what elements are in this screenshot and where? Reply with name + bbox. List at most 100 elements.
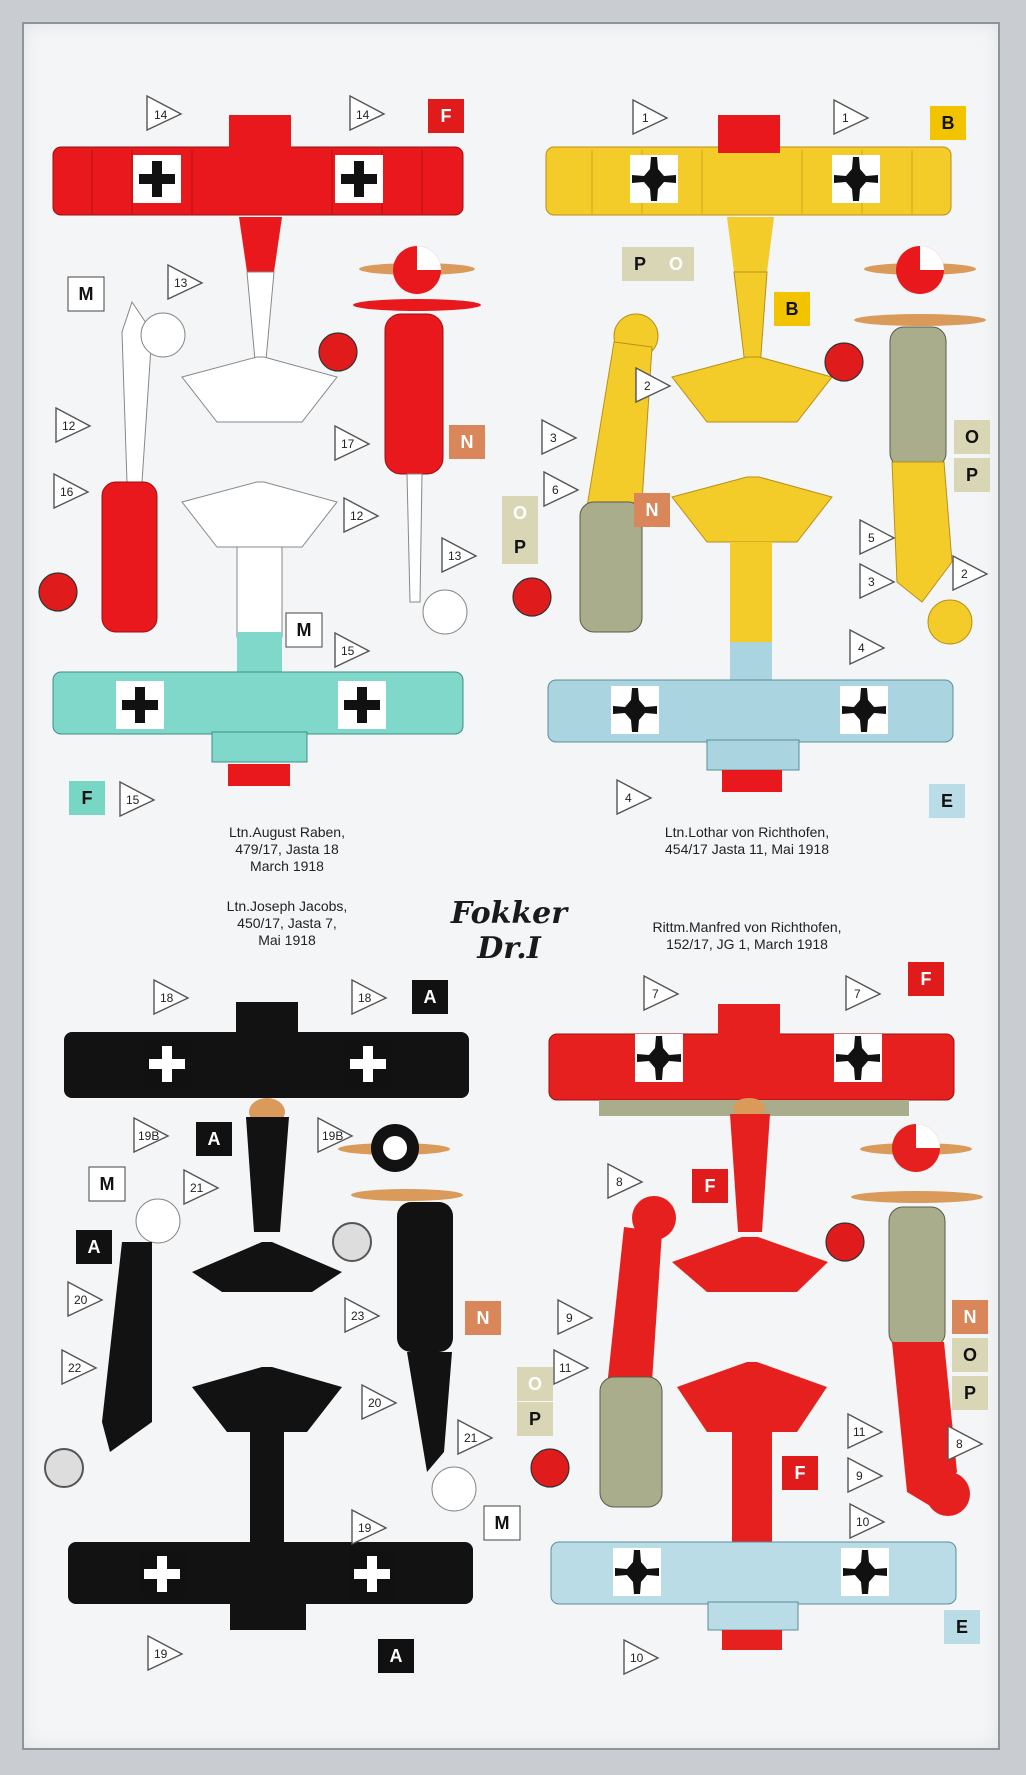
svg-text:M: M xyxy=(100,1174,115,1194)
callout-manfred-10a: 10 xyxy=(849,1503,885,1539)
svg-text:P: P xyxy=(964,1383,976,1403)
svg-text:8: 8 xyxy=(956,1437,963,1451)
callout-lothar-1b: 1 xyxy=(833,99,869,135)
callout-lothar-5: 5 xyxy=(859,519,895,555)
svg-text:19B: 19B xyxy=(138,1129,159,1143)
svg-text:O: O xyxy=(513,503,527,523)
svg-text:N: N xyxy=(646,500,659,520)
svg-text:M: M xyxy=(79,284,94,304)
callout-lothar-4b: 4 xyxy=(616,779,652,815)
svg-text:N: N xyxy=(461,432,474,452)
svg-text:M: M xyxy=(297,620,312,640)
svg-text:12: 12 xyxy=(62,419,76,433)
callout-lothar-1a: 1 xyxy=(632,99,668,135)
marker-manfred-n: N xyxy=(952,1300,988,1334)
marker-lothar-p3: P xyxy=(502,530,538,564)
manfred-aircraft xyxy=(530,1004,983,1650)
marker-raben-m-side: M xyxy=(67,276,105,312)
svg-text:19: 19 xyxy=(154,1647,168,1661)
svg-text:10: 10 xyxy=(856,1515,870,1529)
marker-jacobs-a-fuselage: A xyxy=(196,1122,232,1156)
svg-text:20: 20 xyxy=(74,1293,88,1307)
svg-text:P: P xyxy=(529,1409,541,1429)
svg-text:O: O xyxy=(963,1345,977,1365)
callout-lothar-2b: 2 xyxy=(952,555,988,591)
aircraft-profiles-artwork: 14 14 13 12 16 17 12 13 15 15 1 1 2 3 6 … xyxy=(38,95,990,1675)
svg-text:15: 15 xyxy=(341,644,355,658)
svg-text:O: O xyxy=(965,427,979,447)
svg-text:19: 19 xyxy=(358,1521,372,1535)
callout-raben-15a: 15 xyxy=(334,632,370,668)
marker-lothar-b-tail: B xyxy=(774,292,810,326)
marker-manfred-f-top: F xyxy=(908,962,944,996)
marker-jacobs-a-top: A xyxy=(412,980,448,1014)
callout-jacobs-18a: 18 xyxy=(153,979,189,1015)
callout-raben-14b: 14 xyxy=(349,95,385,131)
svg-text:B: B xyxy=(786,299,799,319)
svg-text:F: F xyxy=(921,969,932,989)
callout-manfred-7b: 7 xyxy=(845,975,881,1011)
callout-lothar-4a: 4 xyxy=(849,629,885,665)
svg-text:15: 15 xyxy=(126,793,140,807)
callout-jacobs-19b-b: 19B xyxy=(317,1117,353,1153)
callout-manfred-11: 11 xyxy=(553,1349,589,1385)
svg-text:13: 13 xyxy=(174,276,188,290)
svg-text:4: 4 xyxy=(858,641,865,655)
lothar-aircraft xyxy=(512,115,986,792)
svg-text:A: A xyxy=(390,1646,403,1666)
callout-raben-15b: 15 xyxy=(119,781,155,817)
raben-aircraft xyxy=(38,115,481,786)
decal-instruction-sheet: 14 14 13 12 16 17 12 13 15 15 1 1 2 3 6 … xyxy=(22,22,1000,1750)
marker-raben-f-under: F xyxy=(69,781,105,815)
callout-jacobs-20b: 20 xyxy=(361,1384,397,1420)
jacobs-aircraft xyxy=(44,1002,477,1630)
marker-lothar-n: N xyxy=(634,493,670,527)
svg-text:2: 2 xyxy=(961,567,968,581)
svg-text:3: 3 xyxy=(550,431,557,445)
callout-jacobs-21b: 21 xyxy=(457,1419,493,1455)
callout-raben-12: 12 xyxy=(55,407,91,443)
svg-text:A: A xyxy=(424,987,437,1007)
svg-text:7: 7 xyxy=(652,987,659,1001)
svg-text:2: 2 xyxy=(644,379,651,393)
svg-text:18: 18 xyxy=(358,991,372,1005)
caption-manfred: Rittm.Manfred von Richthofen, 152/17, JG… xyxy=(652,919,842,952)
marker-manfred-e: E xyxy=(944,1610,980,1644)
callout-manfred-8: 8 xyxy=(607,1163,643,1199)
callout-jacobs-20: 20 xyxy=(67,1281,103,1317)
svg-text:23: 23 xyxy=(351,1309,365,1323)
svg-text:21: 21 xyxy=(464,1431,478,1445)
caption-lothar: Ltn.Lothar von Richthofen, 454/17 Jasta … xyxy=(664,824,830,857)
svg-text:12: 12 xyxy=(350,509,364,523)
marker-lothar-p: P xyxy=(622,247,658,281)
marker-manfred-o: O xyxy=(952,1338,988,1372)
svg-text:6: 6 xyxy=(552,483,559,497)
svg-text:A: A xyxy=(208,1129,221,1149)
svg-text:16: 16 xyxy=(60,485,74,499)
svg-text:1: 1 xyxy=(642,111,649,125)
callout-jacobs-19b-a: 19B xyxy=(133,1117,169,1153)
caption-raben: Ltn.August Raben, 479/17, Jasta 18 March… xyxy=(229,824,345,874)
svg-text:14: 14 xyxy=(356,108,370,122)
svg-text:5: 5 xyxy=(868,531,875,545)
svg-text:7: 7 xyxy=(854,987,861,1001)
callout-jacobs-19a: 19 xyxy=(351,1509,387,1545)
svg-text:9: 9 xyxy=(566,1311,573,1325)
svg-text:A: A xyxy=(88,1237,101,1257)
callout-lothar-2: 2 xyxy=(635,367,671,403)
svg-text:B: B xyxy=(942,113,955,133)
marker-jacobs-m-right: M xyxy=(483,1505,521,1541)
callout-raben-14a: 14 xyxy=(146,95,182,131)
svg-text:O: O xyxy=(528,1374,542,1394)
svg-text:17: 17 xyxy=(341,437,355,451)
svg-text:4: 4 xyxy=(625,791,632,805)
marker-manfred-f-fuselage: F xyxy=(692,1169,728,1203)
callout-manfred-7a: 7 xyxy=(643,975,679,1011)
svg-text:O: O xyxy=(669,254,683,274)
marker-manfred-o2: O xyxy=(517,1367,553,1401)
callout-manfred-11b: 11 xyxy=(847,1413,883,1449)
callout-manfred-10b: 10 xyxy=(623,1639,659,1675)
callout-jacobs-18b: 18 xyxy=(351,979,387,1015)
marker-lothar-p2: P xyxy=(954,458,990,492)
marker-jacobs-m-side: M xyxy=(88,1166,126,1202)
